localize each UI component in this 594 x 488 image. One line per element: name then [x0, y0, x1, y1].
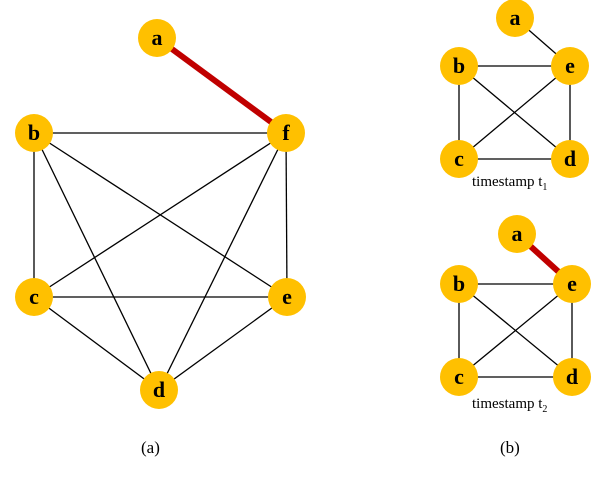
node-e-label: e [567, 271, 577, 296]
node-c-label: c [454, 364, 464, 389]
timestamp-t2-label: timestamp t2 [472, 396, 548, 415]
edge-c-f [33, 132, 287, 298]
node-c-circle [15, 278, 53, 316]
node-f-circle [267, 114, 305, 152]
edge-c-e [458, 65, 571, 160]
node-e: e [553, 265, 591, 303]
node-a-label: a [510, 5, 521, 30]
node-b-circle [440, 47, 478, 85]
node-d-circle [553, 358, 591, 396]
node-d-label: d [153, 377, 165, 402]
edge-d-e [158, 296, 288, 391]
node-c-circle [440, 358, 478, 396]
node-e-circle [553, 265, 591, 303]
node-e: e [551, 47, 589, 85]
caption-a: (a) [141, 438, 160, 457]
node-e-label: e [282, 284, 292, 309]
node-a-circle [138, 19, 176, 57]
node-b-label: b [453, 271, 465, 296]
node-d-label: d [566, 364, 578, 389]
node-a-circle [498, 215, 536, 253]
node-d-circle [551, 140, 589, 178]
node-b: b [15, 114, 53, 152]
node-d-label: d [564, 146, 576, 171]
edge-c-e [458, 283, 573, 378]
node-b-circle [15, 114, 53, 152]
node-c: c [15, 278, 53, 316]
node-a-label: a [512, 221, 523, 246]
edge-b-d [33, 132, 160, 391]
node-a: a [138, 19, 176, 57]
node-a-circle [496, 0, 534, 37]
node-c: c [440, 358, 478, 396]
node-c-label: c [29, 284, 39, 309]
node-e-circle [268, 278, 306, 316]
node-e-label: e [565, 53, 575, 78]
node-d: d [551, 140, 589, 178]
node-c-circle [440, 140, 478, 178]
node-b: b [440, 47, 478, 85]
caption-b: (b) [500, 438, 520, 457]
node-f: f [267, 114, 305, 152]
edge-c-d [33, 296, 160, 391]
node-e: e [268, 278, 306, 316]
node-d-circle [140, 371, 178, 409]
node-b-circle [440, 265, 478, 303]
node-b: b [440, 265, 478, 303]
node-d: d [140, 371, 178, 409]
node-f-label: f [282, 120, 290, 145]
node-a: a [498, 215, 536, 253]
node-c: c [440, 140, 478, 178]
node-b-label: b [453, 53, 465, 78]
node-a-label: a [152, 25, 163, 50]
edge-d-f [158, 132, 287, 391]
node-c-label: c [454, 146, 464, 171]
node-e-circle [551, 47, 589, 85]
timestamp-t1-label: timestamp t1 [472, 174, 548, 193]
node-a: a [496, 0, 534, 37]
node-d: d [553, 358, 591, 396]
edge-a-f-highlighted [155, 35, 288, 136]
edge-e-f [285, 132, 288, 298]
node-b-label: b [28, 120, 40, 145]
